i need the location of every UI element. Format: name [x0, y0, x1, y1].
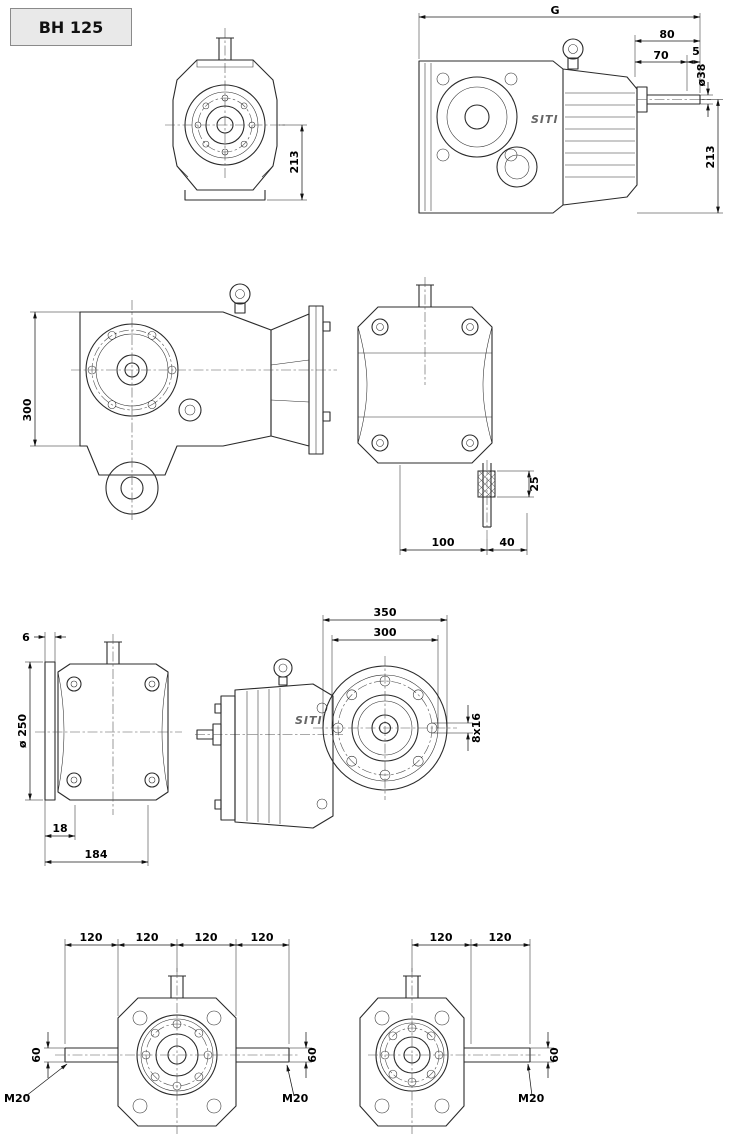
dimension-213-side: 213 — [637, 99, 723, 214]
housing-outline — [117, 997, 237, 1127]
housing-outline — [359, 997, 465, 1127]
flange-plate — [44, 661, 56, 801]
dim-label-5: 5 — [692, 45, 700, 58]
dim-label-120-4: 120 — [251, 931, 274, 944]
dim-label-25: 25 — [528, 476, 541, 491]
dim-label-70: 70 — [653, 49, 669, 62]
label-m20-right: M20 — [282, 1092, 309, 1105]
view-output-flange-circle: 350 300 8x16 — [313, 606, 483, 800]
housing-outline — [57, 663, 169, 801]
dimension-G: G — [418, 4, 701, 93]
input-shaft — [403, 968, 421, 1134]
dim-label-60-right: 60 — [306, 1047, 319, 1063]
dim-label-350: 350 — [374, 606, 397, 619]
view-side-small: SITI — [195, 658, 343, 829]
dimension-8x16: 8x16 — [432, 705, 483, 751]
dimension-60-left: 60 — [30, 1032, 65, 1078]
input-shaft — [216, 28, 234, 178]
dim-label-60-left: 60 — [30, 1047, 43, 1063]
dim-label-120-3: 120 — [195, 931, 218, 944]
dim-label-6: 6 — [22, 631, 30, 644]
output-shaft-down — [477, 460, 496, 539]
flange-circles — [313, 656, 457, 800]
bearing-bosses — [436, 72, 538, 188]
thread-callout-m20: M20 — [518, 1063, 545, 1105]
input-shaft — [35, 634, 182, 815]
dim-label-60: 60 — [548, 1047, 561, 1063]
dim-label-120-r2: 120 — [489, 931, 512, 944]
dimension-213-front: 213 — [267, 124, 307, 201]
bearing-boss — [85, 323, 202, 422]
view-vertical-front: 213 — [165, 28, 307, 201]
dim-label-300: 300 — [21, 398, 34, 421]
dimension-350: 350 — [322, 606, 448, 728]
dimension-6: 6 — [22, 631, 66, 662]
model-label: BH 125 — [10, 8, 132, 46]
output-shaft — [636, 86, 711, 113]
view-rear-output-down: 25 100 40 — [357, 277, 541, 555]
label-m20-left: M20 — [4, 1092, 31, 1105]
dim-label-184: 184 — [85, 848, 108, 861]
housing-outline — [234, 683, 334, 829]
dimension-120x2: 120 120 — [411, 931, 531, 1044]
input-shaft — [168, 968, 186, 1134]
view-side-shaft-right: SITI G 80 70 5 ø38 213 — [418, 4, 723, 214]
thread-callout-m20-left: M20 — [4, 1063, 68, 1105]
dim-label-dia38: ø38 — [695, 64, 708, 87]
dimension-300-flange: 300 — [331, 626, 439, 728]
dim-label-213-front: 213 — [288, 151, 301, 174]
eye-bolt — [562, 38, 584, 70]
dim-label-18: 18 — [52, 822, 67, 835]
view-side-motor-flange: 300 — [21, 283, 337, 522]
housing-outline — [418, 60, 638, 214]
dimension-25: 25 — [497, 470, 541, 498]
dim-label-8x16: 8x16 — [470, 713, 483, 743]
output-flange — [270, 305, 331, 455]
dimension-300: 300 — [21, 311, 80, 447]
output-shaft-right — [368, 1047, 542, 1063]
dimension-120x4: 120 120 120 120 — [64, 931, 290, 1044]
label-m20: M20 — [518, 1092, 545, 1105]
dim-label-300-flange: 300 — [374, 626, 397, 639]
dimension-100-40: 100 40 — [399, 465, 528, 555]
cooling-fins — [565, 92, 635, 178]
brand-logo-small: SITI — [295, 714, 323, 727]
dim-label-G: G — [550, 4, 559, 17]
dim-label-40: 40 — [499, 536, 515, 549]
dimension-dia250: ø 250 — [16, 661, 43, 801]
input-shaft — [416, 277, 434, 385]
mount-flange — [214, 695, 236, 821]
view-bottom-single-shaft: 120 120 60 M20 — [359, 931, 561, 1134]
view-back-flange: 6 ø 250 18 184 — [16, 631, 182, 866]
brand-logo: SITI — [531, 113, 559, 126]
dimension-80: 80 — [634, 28, 701, 77]
through-shaft — [55, 1047, 300, 1063]
dimension-dia38: ø38 — [695, 64, 713, 117]
eye-bolt — [273, 658, 293, 686]
dim-label-213-side: 213 — [704, 146, 717, 169]
dim-label-dia250: ø 250 — [16, 713, 29, 748]
dim-label-120-2: 120 — [136, 931, 159, 944]
dimension-60: 60 — [530, 1032, 561, 1078]
view-bottom-double-shaft: 120 120 120 120 60 — [4, 931, 319, 1134]
dim-label-80: 80 — [659, 28, 675, 41]
dimension-70-5: 70 5 — [634, 45, 701, 91]
dimension-18-184: 18 184 — [44, 800, 149, 866]
dim-label-120-r1: 120 — [430, 931, 453, 944]
eye-bolt — [229, 283, 251, 314]
dim-label-120-1: 120 — [80, 931, 103, 944]
dim-label-100: 100 — [432, 536, 455, 549]
housing-outline — [172, 59, 278, 201]
dimension-60-right: 60 — [289, 1032, 319, 1078]
thread-callout-m20-right: M20 — [282, 1064, 309, 1105]
